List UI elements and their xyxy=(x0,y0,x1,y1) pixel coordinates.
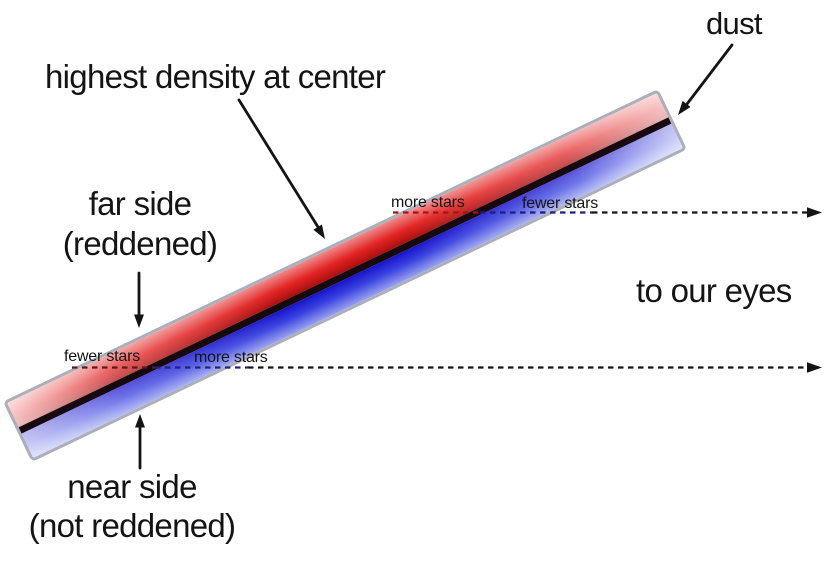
near-side-arrowhead xyxy=(135,414,145,428)
dust-arrow xyxy=(678,43,734,115)
far-side-arrow xyxy=(134,271,144,328)
near-side-label-line1: near side xyxy=(67,468,197,505)
far-side-arrowhead xyxy=(134,314,144,328)
upper-sightline-arrowhead xyxy=(807,207,822,218)
lower-sightline-fewer-stars-label: fewer stars xyxy=(64,348,141,365)
dust-label: dust xyxy=(706,6,762,41)
near-side-arrow xyxy=(135,414,145,470)
highest-density-label: highest density at center xyxy=(45,58,386,95)
near-side-label-line2: (not reddened) xyxy=(28,506,236,544)
far-side-label-line1: far side xyxy=(88,185,192,222)
dust-arrowhead xyxy=(678,100,691,115)
far-side-label: far side (reddened) xyxy=(30,184,250,263)
upper-sightline-dashed-arrow xyxy=(393,207,822,218)
near-side-label: near side (not reddened) xyxy=(22,468,242,545)
upper-sightline-more-stars-label: more stars xyxy=(391,194,465,211)
to-our-eyes-label: to our eyes xyxy=(636,272,792,309)
highest-density-arrow xyxy=(237,98,325,239)
lower-sightline-more-stars-label: more stars xyxy=(194,349,268,366)
upper-sightline-fewer-stars-label: fewer stars xyxy=(522,195,599,212)
lower-sightline-arrowhead xyxy=(807,362,822,373)
highest-density-arrow-line xyxy=(237,98,320,229)
lower-sightline-dashed-arrow xyxy=(72,362,822,373)
highest-density-arrowhead xyxy=(313,224,325,239)
far-side-label-line2: (reddened) xyxy=(62,224,218,262)
dust-arrow-line xyxy=(685,43,734,106)
